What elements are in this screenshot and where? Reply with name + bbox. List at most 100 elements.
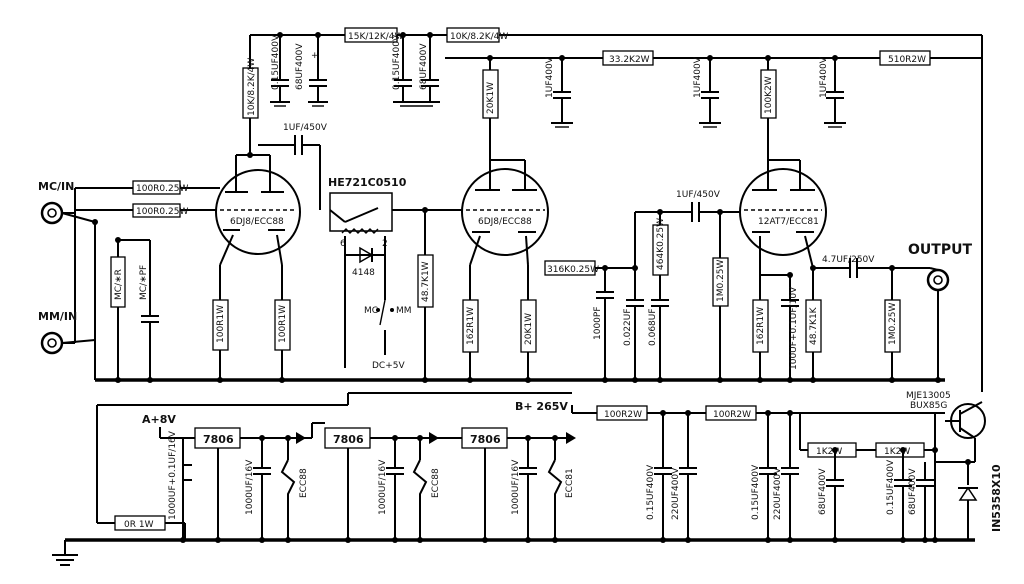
resistor-rb1-label: 100R2W bbox=[604, 410, 642, 420]
output-label: OUTPUT bbox=[908, 242, 972, 258]
resistor-rk1a-label: 100R1W bbox=[216, 305, 226, 343]
mm-input-jack[interactable] bbox=[40, 210, 96, 355]
cap-cps2-label: 1000UF/16V bbox=[245, 459, 255, 515]
resistor-r510-label: 510R2W bbox=[888, 55, 926, 65]
resistor-rk3-label: 162R1W bbox=[756, 307, 766, 345]
resistor-rg3-label: 1M0.25W bbox=[716, 259, 726, 302]
heater-2-label: ECC88 bbox=[431, 468, 441, 498]
cap-c5-label: 1UF400V bbox=[819, 56, 829, 98]
resistor-r316-label: 316K0.25W bbox=[547, 265, 599, 275]
resistor-rk3b-label: 48.7K1K bbox=[809, 306, 819, 345]
mm-input-label: MM/IN bbox=[38, 310, 77, 323]
mc-input-jack[interactable] bbox=[40, 187, 135, 225]
b-plus-rail bbox=[249, 34, 983, 392]
regulator-2-label: 7806 bbox=[333, 433, 364, 446]
cap-chv2-label: 220UF400V bbox=[671, 467, 681, 520]
regulator-1-label: 7806 bbox=[203, 433, 234, 446]
resistor-r510 bbox=[879, 50, 931, 66]
cap-ck3-label: 100UF+0.1UF/10V bbox=[789, 286, 799, 370]
cap-c1b-label: 68UF400V bbox=[295, 43, 305, 90]
tube-v1 bbox=[215, 154, 301, 266]
resistor-r464-label: 464K0.25W bbox=[656, 218, 666, 270]
resistor-rl2-label: 20K1W bbox=[524, 313, 534, 345]
a-plus-label: A+8V bbox=[142, 413, 176, 426]
b-plus-label: B+ 265V bbox=[515, 400, 568, 413]
resistor-rk2-label: 162R1W bbox=[466, 307, 476, 345]
zener-diode bbox=[958, 462, 978, 540]
cap-coupling2-label: 1UF/450V bbox=[676, 190, 721, 200]
resistor-rb2 bbox=[705, 405, 757, 421]
svg-text:+: + bbox=[311, 51, 319, 61]
regulator-3-label: 7806 bbox=[470, 433, 501, 446]
tube-v3 bbox=[739, 118, 827, 275]
resistor-rtop1 bbox=[344, 27, 398, 43]
cap-chv6-label: 0.15UF400V bbox=[886, 459, 896, 515]
resistor-rtop1-label: 15K/12K/4W bbox=[348, 32, 403, 42]
diode-label: 4148 bbox=[352, 268, 375, 278]
relay-diode bbox=[345, 246, 385, 264]
resistor-r0-label: 0R 1W bbox=[124, 520, 154, 530]
resistor-rp2-label: 20K1W bbox=[486, 82, 496, 114]
cap-c2a-label: 0.15UF400V bbox=[392, 34, 402, 90]
resistor-rb2-label: 100R2W bbox=[713, 410, 751, 420]
heater-3-label: ECC81 bbox=[565, 468, 575, 498]
resistor-rp1-label: 10K/8.2K/4W bbox=[247, 58, 257, 116]
resistor-r0 bbox=[114, 515, 166, 531]
cap-coupling1-label: 1UF/450V bbox=[283, 123, 328, 133]
resistor-100r-a bbox=[132, 180, 181, 195]
resistor-rp1 bbox=[242, 67, 259, 119]
resistor-rp2 bbox=[482, 69, 499, 119]
cap-c2b-label: 68UF400V bbox=[419, 43, 429, 90]
cap-c3-label: 1UF400V bbox=[545, 56, 555, 98]
ground-bus bbox=[94, 222, 945, 382]
resistor-rg2-label: 48.7K1W bbox=[421, 261, 431, 302]
transistor-label-2: BUX85G bbox=[910, 401, 947, 411]
resistor-rtop2-label: 10K/8.2K/4W bbox=[450, 32, 508, 42]
pass-transistor bbox=[945, 401, 986, 439]
svg-text:6: 6 bbox=[340, 239, 346, 249]
cap-cps4-label: 1000UF/16V bbox=[511, 459, 521, 515]
resistor-rtop2 bbox=[446, 27, 500, 43]
resistor-100r-b bbox=[132, 203, 181, 218]
relay-name: HE721C0510 bbox=[328, 176, 407, 189]
tube-v2 bbox=[461, 118, 549, 266]
resistor-rp3-label: 100K2W bbox=[764, 76, 774, 114]
resistor-rout-label: 1M0.25W bbox=[888, 302, 898, 345]
output-jack[interactable] bbox=[926, 267, 950, 380]
resistor-r1k2-label: 1K2W bbox=[884, 447, 910, 457]
heater-1-label: ECC88 bbox=[299, 468, 309, 498]
cap-068-label: 0.068UF bbox=[648, 308, 658, 346]
cap-1000p-label: 1000PF bbox=[593, 306, 603, 340]
zener-label: IN5358X10 bbox=[990, 464, 1003, 532]
transistor-label-1: MJE13005 bbox=[906, 391, 951, 401]
switch-mm-label: MM bbox=[396, 306, 412, 316]
cap-chv7-label: 68UF400V bbox=[908, 468, 918, 515]
resistor-100r-b-label: 100R0.25W bbox=[136, 207, 188, 217]
resistor-rb1 bbox=[596, 405, 648, 421]
junction-dots bbox=[92, 32, 971, 543]
resistor-r332-label: 33.2K2W bbox=[609, 55, 650, 65]
resistor-r1k1-label: 1K2W bbox=[816, 447, 842, 457]
cap-chv4-label: 220UF400V bbox=[773, 467, 783, 520]
relay-switch[interactable] bbox=[329, 192, 470, 234]
cap-chv5-label: 68UF400V bbox=[818, 468, 828, 515]
resistor-rp3 bbox=[760, 69, 777, 119]
resistor-mc-load-label: MC/∗R bbox=[114, 269, 124, 300]
resistor-rk1b-label: 100R1W bbox=[278, 305, 288, 343]
dc5v-label: DC+5V bbox=[372, 361, 405, 371]
cap-chv1-label: 0.15UF400V bbox=[646, 464, 656, 520]
cap-c4-label: 1UF400V bbox=[693, 56, 703, 98]
cap-out-label: 4.7UF/250V bbox=[822, 255, 875, 265]
cap-022-label: 0.022UF bbox=[623, 308, 633, 346]
cap-chv3-label: 0.15UF400V bbox=[751, 464, 761, 520]
cap-mc-load-label: MC/∗PF bbox=[139, 265, 149, 300]
mc-input-label: MC/IN bbox=[38, 180, 74, 193]
resistor-100r-a-label: 100R0.25W bbox=[136, 184, 188, 194]
resistor-r332 bbox=[602, 50, 654, 66]
tube-v1-label: 6DJ8/ECC88 bbox=[230, 217, 284, 227]
cap-cps1-label: 1000UF+0.1UF/16V bbox=[168, 430, 178, 520]
switch-mc-label: MC bbox=[364, 306, 378, 316]
tube-v3-label: 12AT7/ECC81 bbox=[758, 217, 819, 227]
